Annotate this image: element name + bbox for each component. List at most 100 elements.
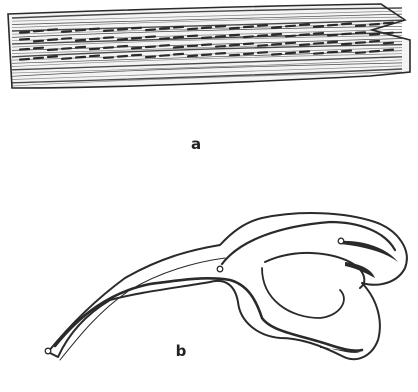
fiber-nucleus-mark: [328, 42, 337, 43]
outline-echo: [60, 258, 225, 360]
fiber-nucleus-mark: [90, 49, 99, 50]
fiber-nucleus-mark: [146, 57, 155, 58]
panel-a-fiber-bundle: a: [8, 4, 410, 153]
fiber-nucleus-mark: [62, 31, 71, 32]
inner-lobe-loop: [262, 268, 344, 318]
panel-a-label: a: [191, 135, 201, 153]
fiber-nucleus-mark: [20, 39, 29, 40]
fiber-nucleus-mark: [342, 51, 351, 52]
fiber-nucleus-mark: [188, 46, 197, 47]
fiber-nucleus-mark: [118, 46, 127, 47]
fiber-nucleus-mark: [314, 33, 323, 34]
fiber-nucleus-mark: [202, 44, 211, 45]
inner-lobe-right: [265, 253, 364, 288]
fiber-nucleus-mark: [314, 53, 323, 54]
fiber-nucleus-mark: [174, 47, 183, 48]
fiber-nucleus-mark: [244, 44, 253, 45]
fiber-nucleus-mark: [132, 55, 141, 56]
fiber-nucleus-mark: [202, 54, 211, 55]
fiber-nucleus-mark: [342, 24, 351, 25]
fiber-nucleus-mark: [34, 48, 43, 49]
fiber-nucleus-mark: [90, 39, 99, 40]
branched-structure-outline: [48, 213, 407, 359]
fiber-nucleus-mark: [370, 51, 379, 52]
fiber-nucleus-mark: [118, 56, 127, 57]
fiber-nucleus-mark: [48, 29, 57, 30]
fiber-nucleus-mark: [188, 36, 197, 37]
fiber-nucleus-mark: [48, 39, 57, 40]
fiber-nucleus-mark: [132, 28, 141, 29]
fiber-nucleus-mark: [258, 52, 267, 53]
fiber-nucleus-mark: [132, 38, 141, 39]
fiber-nucleus-mark: [48, 49, 57, 50]
fiber-nucleus-mark: [370, 24, 379, 25]
fiber-nucleus-mark: [356, 25, 365, 26]
dark-streak-middle: [345, 262, 375, 278]
fiber-nucleus-mark: [216, 46, 225, 47]
fiber-nucleus-mark: [146, 30, 155, 31]
fiber-nucleus-mark: [20, 32, 29, 33]
pore-marker-left: [45, 348, 51, 354]
fiber-nucleus-mark: [286, 43, 295, 44]
fiber-nucleus-mark: [328, 52, 337, 53]
fiber-nucleus-mark: [146, 47, 155, 48]
fiber-nucleus-mark: [34, 41, 43, 42]
fiber-nucleus-mark: [384, 43, 393, 44]
fiber-nucleus-mark: [244, 27, 253, 28]
fiber-nucleus-mark: [160, 28, 169, 29]
fiber-nucleus-mark: [90, 56, 99, 57]
fiber-nucleus-mark: [174, 27, 183, 28]
fiber-nucleus-mark: [104, 30, 113, 31]
inner-channel-upper: [222, 222, 395, 264]
pore-marker-right: [338, 238, 344, 244]
fiber-nucleus-mark: [62, 38, 71, 39]
fiber-nucleus-mark: [188, 29, 197, 30]
fiber-nucleus-mark: [104, 47, 113, 48]
fiber-nucleus-mark: [174, 37, 183, 38]
panel-b-label: b: [176, 342, 187, 360]
panel-b-branched-structure: b: [45, 213, 407, 360]
fiber-nucleus-mark: [160, 45, 169, 46]
fiber-nucleus-mark: [300, 34, 309, 35]
fiber-nucleus-mark: [356, 42, 365, 43]
fiber-nucleus-mark: [258, 25, 267, 26]
fiber-nucleus-mark: [384, 33, 393, 34]
fiber-nucleus-mark: [328, 25, 337, 26]
fiber-nucleus-mark: [146, 37, 155, 38]
fiber-nucleus-mark: [216, 26, 225, 27]
fiber-nucleus-mark: [272, 34, 281, 35]
fiber-nucleus-mark: [384, 50, 393, 51]
fiber-nucleus-mark: [244, 37, 253, 38]
fiber-nucleus-mark: [76, 30, 85, 31]
fiber-nucleus-mark: [76, 47, 85, 48]
fiber-nucleus-mark: [62, 58, 71, 59]
fiber-nucleus-mark: [370, 34, 379, 35]
fiber-nucleus-mark: [104, 57, 113, 58]
fiber-nucleus-mark: [76, 57, 85, 58]
fiber-nucleus-mark: [230, 35, 239, 36]
fiber-nucleus-mark: [286, 53, 295, 54]
fiber-nucleus-mark: [160, 38, 169, 39]
inner-channel-lower: [55, 278, 362, 350]
fiber-nucleus-mark: [342, 34, 351, 35]
fiber-nucleus-mark: [258, 45, 267, 46]
fiber-nucleus-mark: [300, 51, 309, 52]
fiber-nucleus-mark: [370, 41, 379, 42]
fiber-nucleus-mark: [286, 26, 295, 27]
fiber-nucleus-mark: [90, 29, 99, 30]
fiber-nucleus-mark: [314, 43, 323, 44]
fiber-nucleus-mark: [258, 35, 267, 36]
fiber-nucleus-mark: [230, 55, 239, 56]
dark-streak-top: [340, 241, 398, 262]
fiber-nucleus-mark: [272, 44, 281, 45]
fiber-nucleus-mark: [118, 29, 127, 30]
fiber-nucleus-mark: [104, 37, 113, 38]
fiber-nucleus-mark: [202, 37, 211, 38]
fiber-nucleus-mark: [188, 56, 197, 57]
fiber-nucleus-mark: [20, 59, 29, 60]
fiber-nucleus-mark: [216, 36, 225, 37]
fiber-nucleus-mark: [356, 52, 365, 53]
fiber-nucleus-mark: [174, 54, 183, 55]
fiber-nucleus-mark: [48, 56, 57, 57]
